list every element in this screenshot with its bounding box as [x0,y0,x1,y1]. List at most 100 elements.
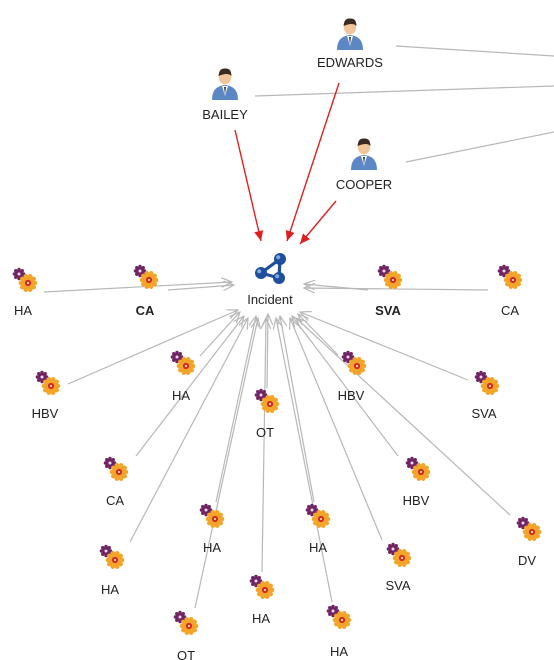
condition-label: OT [256,425,274,440]
condition-edge [298,314,339,356]
person-icon [337,18,363,50]
condition-label: SVA [471,406,496,421]
condition-label: SVA [385,578,410,593]
incident-label: Incident [247,292,293,307]
condition-node[interactable]: HA [326,604,352,659]
gear-small-part [254,388,268,402]
condition-label: HBV [338,388,365,403]
condition-node[interactable]: HA [170,350,196,403]
condition-label: HA [101,582,119,597]
gear-icon [199,503,225,528]
condition-node[interactable]: HBV [403,456,431,508]
condition-label: HA [252,611,270,626]
gear-large-part [347,357,367,375]
condition-edge [276,318,333,603]
person-icon [351,138,377,170]
condition-label: SVA [375,303,401,318]
person-node[interactable]: COOPER [336,138,392,192]
condition-node[interactable]: OT [173,610,199,660]
condition-node[interactable]: HA [12,267,38,318]
condition-label: HBV [32,406,59,421]
gear-small-part [516,516,530,530]
person-edge-line [395,45,554,57]
person-incident-edge [299,200,337,245]
condition-edge [135,316,244,457]
gear-small-part [326,604,340,618]
person-node[interactable]: EDWARDS [317,18,383,70]
condition-node[interactable]: HA [99,544,125,597]
condition-node[interactable]: HA [249,574,275,626]
condition-node[interactable]: HBV [32,370,61,421]
condition-node[interactable]: SVA [385,542,412,593]
gear-small-part [35,370,49,384]
person-label: BAILEY [202,107,248,122]
gear-large-part [392,549,412,567]
condition-node[interactable]: CA [497,264,523,318]
condition-label: HA [172,388,190,403]
gear-icon [133,264,159,289]
condition-node[interactable]: HA [305,503,331,555]
gear-icon [35,370,61,395]
gear-large-part [41,377,61,395]
person-edge-line [254,85,554,97]
gear-large-part [260,395,280,413]
condition-node[interactable]: HBV [338,350,367,403]
condition-label: HA [203,540,221,555]
gear-large-part [383,271,403,289]
gear-large-part [255,581,275,599]
condition-edge [290,318,383,541]
gear-small-part [386,542,400,556]
condition-edge [167,285,234,290]
gear-icon [405,456,431,481]
gear-small-part [474,370,488,384]
condition-node[interactable]: SVA [375,264,403,318]
person-label: COOPER [336,177,392,192]
condition-label: CA [106,493,124,508]
condition-node[interactable]: OT [254,388,280,440]
condition-edge [43,282,232,293]
gear-large-part [18,274,38,292]
gear-icon [12,267,38,292]
condition-edge [129,318,248,543]
condition-edge [280,316,315,503]
person-node[interactable]: BAILEY [202,68,248,122]
gear-large-part [139,271,159,289]
gear-icon [516,516,542,541]
person-incident-edge [285,82,340,242]
condition-node[interactable]: DV [516,516,542,568]
condition-edge [300,312,469,381]
incident-node[interactable]: Incident [247,253,293,307]
gear-icon [103,456,129,481]
condition-node[interactable]: HA [199,503,225,555]
condition-label: CA [136,303,155,318]
condition-edge [67,310,238,385]
condition-edge [296,318,511,516]
gear-icon [474,370,500,395]
person-incident-edge [234,129,264,242]
condition-node[interactable]: CA [103,456,129,508]
person-label: EDWARDS [317,55,383,70]
gear-icon [249,574,275,599]
gear-icon [305,503,331,528]
condition-edge [194,318,258,609]
condition-edge [292,316,399,457]
gear-icon [99,544,125,569]
condition-edge [215,316,256,503]
person-icon [212,68,238,100]
gear-large-part [503,271,523,289]
condition-node[interactable]: CA [133,264,159,318]
network-hub-icon [255,253,286,284]
gear-large-part [205,510,225,528]
condition-edge [199,312,240,357]
gear-large-part [105,551,125,569]
gear-large-part [109,463,129,481]
condition-node[interactable]: SVA [471,370,500,421]
condition-label: HA [14,303,32,318]
condition-label: HBV [403,493,430,508]
gear-large-part [179,617,199,635]
gear-icon [497,264,523,289]
condition-edge [262,318,266,573]
gear-icon [326,604,352,629]
